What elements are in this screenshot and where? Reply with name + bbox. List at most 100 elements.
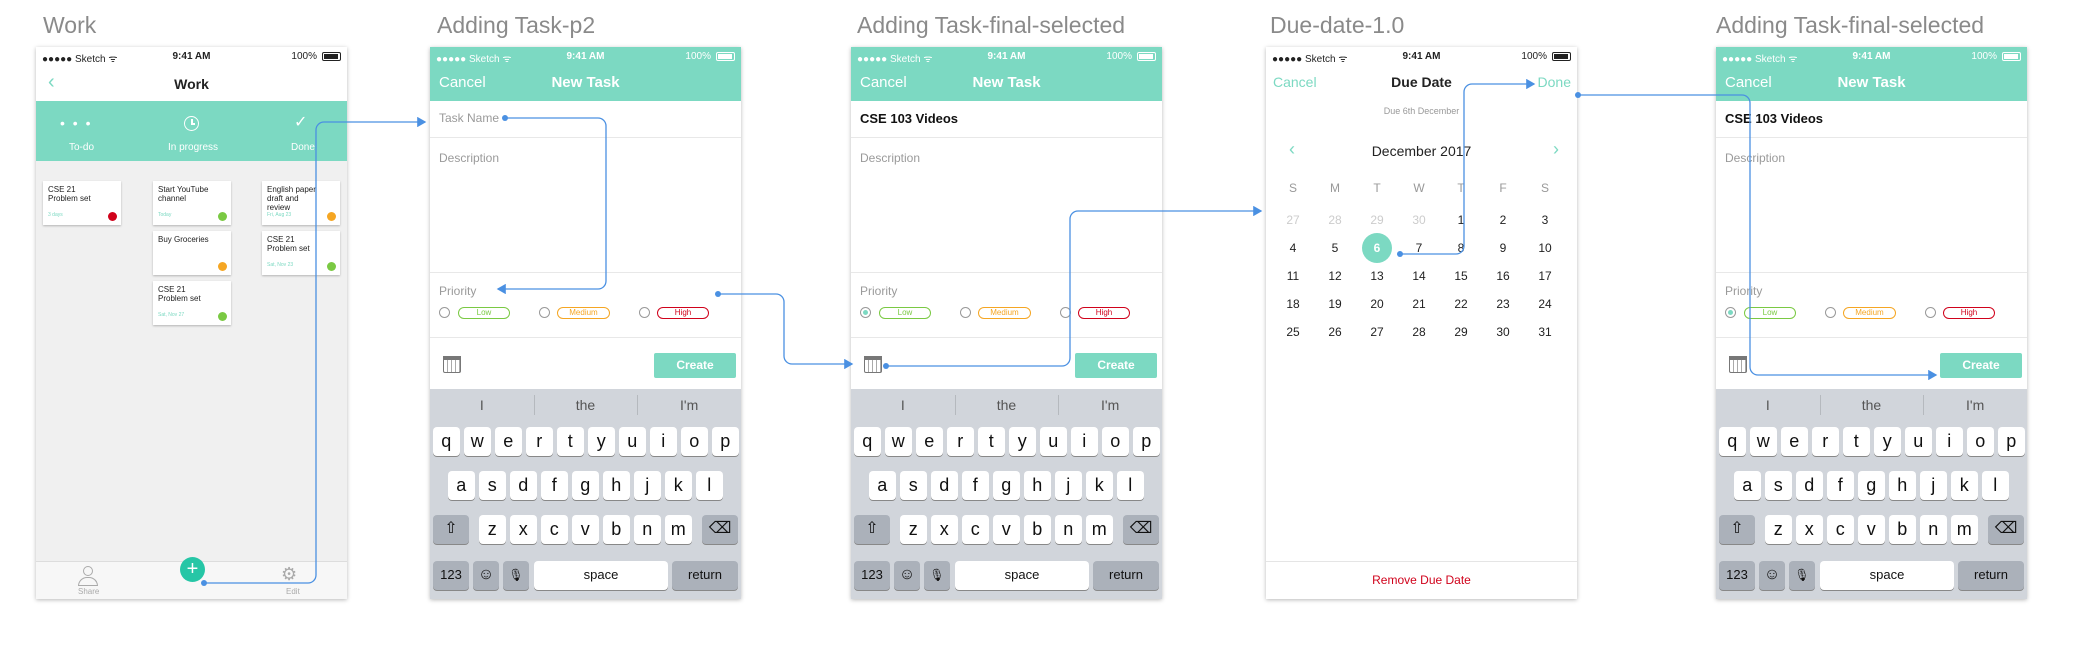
key[interactable]: r	[947, 427, 974, 456]
calendar-day[interactable]: 29	[1370, 213, 1384, 227]
key[interactable]: e	[1781, 427, 1808, 456]
remove-due-date-button[interactable]: Remove Due Date	[1266, 561, 1577, 599]
calendar-day[interactable]: 1	[1457, 213, 1465, 227]
task-card[interactable]: CSE 21 Problem set 3 days	[43, 181, 121, 225]
key[interactable]: w	[1750, 427, 1777, 456]
priority-medium-radio[interactable]	[960, 307, 971, 318]
key[interactable]: h	[1024, 471, 1051, 500]
calendar-day[interactable]: 8	[1457, 241, 1465, 255]
key[interactable]: l	[696, 471, 723, 500]
task-card[interactable]: CSE 21 Problem set Sat, Nov 27	[153, 281, 231, 325]
calendar-day[interactable]: 30	[1412, 213, 1426, 227]
key[interactable]: r	[1812, 427, 1839, 456]
priority-high-radio[interactable]	[639, 307, 650, 318]
priority-medium-radio[interactable]	[539, 307, 550, 318]
calendar-day[interactable]: 28	[1412, 325, 1426, 339]
calendar-day[interactable]: 13	[1370, 269, 1384, 283]
key[interactable]: h	[603, 471, 630, 500]
key[interactable]: a	[448, 471, 475, 500]
key[interactable]: w	[885, 427, 912, 456]
calendar-day[interactable]: 12	[1328, 269, 1342, 283]
key[interactable]: d	[1796, 471, 1823, 500]
key[interactable]: i	[650, 427, 677, 456]
key[interactable]: v	[572, 515, 599, 544]
back-chevron-icon[interactable]: ‹	[48, 71, 55, 93]
description-input[interactable]: Description	[439, 151, 500, 165]
cancel-button[interactable]: Cancel	[439, 74, 486, 91]
key[interactable]: v	[1858, 515, 1885, 544]
delete-icon[interactable]: ⌫	[702, 515, 738, 544]
key[interactable]: s	[1765, 471, 1792, 500]
calendar-day[interactable]: 18	[1286, 297, 1300, 311]
calendar-day[interactable]: 25	[1286, 325, 1300, 339]
delete-icon[interactable]: ⌫	[1988, 515, 2024, 544]
priority-high-pill[interactable]: High	[1943, 307, 1995, 319]
space-key[interactable]: space	[1820, 561, 1954, 590]
description-input[interactable]: Description	[1725, 151, 1786, 165]
priority-low-radio[interactable]	[860, 307, 871, 318]
shift-icon[interactable]: ⇧	[433, 515, 469, 544]
microphone-icon[interactable]: 🎙	[1789, 561, 1815, 590]
key[interactable]: m	[665, 515, 692, 544]
key[interactable]: h	[1889, 471, 1916, 500]
key[interactable]: j	[1055, 471, 1082, 500]
key[interactable]: y	[1009, 427, 1036, 456]
priority-low-radio[interactable]	[439, 307, 450, 318]
emoji-icon[interactable]: ☺	[1759, 561, 1785, 590]
done-button[interactable]: Done	[1537, 74, 1571, 90]
key[interactable]: s	[479, 471, 506, 500]
key[interactable]: b	[1889, 515, 1916, 544]
key[interactable]: u	[619, 427, 646, 456]
priority-low-radio[interactable]	[1725, 307, 1736, 318]
key[interactable]: g	[1858, 471, 1885, 500]
calendar-day[interactable]: 28	[1328, 213, 1342, 227]
key[interactable]: n	[1055, 515, 1082, 544]
microphone-icon[interactable]: 🎙	[503, 561, 529, 590]
create-button[interactable]: Create	[654, 353, 736, 378]
key[interactable]: f	[962, 471, 989, 500]
calendar-day[interactable]: 3	[1541, 213, 1549, 227]
key[interactable]: v	[993, 515, 1020, 544]
key[interactable]: p	[712, 427, 739, 456]
add-task-button[interactable]: +	[180, 557, 205, 582]
calendar-day-selected[interactable]: 6	[1362, 233, 1392, 263]
priority-medium-pill[interactable]: Medium	[557, 307, 610, 319]
key[interactable]: o	[681, 427, 708, 456]
calendar-day[interactable]: 29	[1454, 325, 1468, 339]
priority-high-pill[interactable]: High	[1078, 307, 1130, 319]
task-name-input[interactable]: CSE 103 Videos	[860, 111, 959, 126]
suggestion-item[interactable]: I'm	[1966, 397, 1985, 413]
key[interactable]: f	[1827, 471, 1854, 500]
create-button[interactable]: Create	[1075, 353, 1157, 378]
key[interactable]: w	[464, 427, 491, 456]
key[interactable]: p	[1998, 427, 2025, 456]
key[interactable]: x	[931, 515, 958, 544]
key[interactable]: a	[869, 471, 896, 500]
key[interactable]: i	[1936, 427, 1963, 456]
gear-icon[interactable]: ⚙	[281, 564, 298, 584]
calendar-day[interactable]: 30	[1496, 325, 1510, 339]
column-in-progress[interactable]: In progress	[168, 142, 219, 153]
calendar-day[interactable]: 2	[1499, 213, 1507, 227]
key[interactable]: o	[1967, 427, 1994, 456]
key[interactable]: k	[1951, 471, 1978, 500]
key[interactable]: g	[993, 471, 1020, 500]
key[interactable]: b	[603, 515, 630, 544]
emoji-icon[interactable]: ☺	[473, 561, 499, 590]
key[interactable]: y	[1874, 427, 1901, 456]
key[interactable]: d	[931, 471, 958, 500]
space-key[interactable]: space	[955, 561, 1089, 590]
numbers-key[interactable]: 123	[854, 561, 890, 590]
calendar-day[interactable]: 5	[1331, 241, 1339, 255]
calendar-day[interactable]: 9	[1499, 241, 1507, 255]
calendar-day[interactable]: 17	[1538, 269, 1552, 283]
suggestion-item[interactable]: the	[996, 397, 1017, 413]
task-card[interactable]: CSE 21 Problem set Sat, Nov 23	[262, 231, 340, 275]
calendar-day[interactable]: 4	[1289, 241, 1297, 255]
key[interactable]: x	[1796, 515, 1823, 544]
key[interactable]: q	[854, 427, 881, 456]
key[interactable]: s	[900, 471, 927, 500]
priority-high-radio[interactable]	[1925, 307, 1936, 318]
key[interactable]: u	[1905, 427, 1932, 456]
task-card[interactable]: Buy Groceries	[153, 231, 231, 275]
